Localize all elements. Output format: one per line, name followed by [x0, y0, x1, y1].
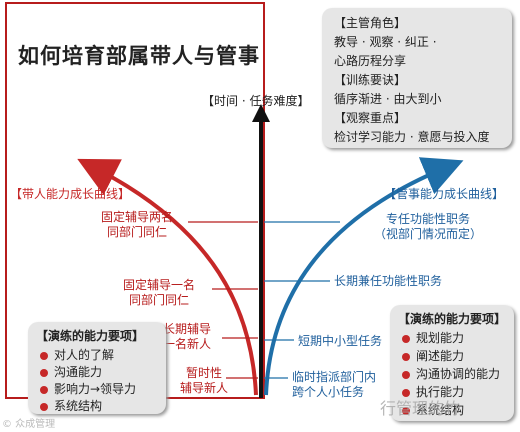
bullet-icon	[402, 388, 410, 397]
left-stage-label: 暂时性 辅导新人	[179, 366, 228, 395]
role-line: 【观察重点】	[334, 111, 407, 125]
right-stage-label: 长期兼任功能性职务	[334, 274, 443, 288]
watermark-left: © 众成管理	[2, 419, 56, 430]
left-growth-curve	[77, 158, 258, 396]
left-stage-label: 固定辅导两名 同部门同仁	[100, 210, 173, 239]
bullet-icon	[40, 351, 48, 360]
right-skills-box: 【演练的能力要项】 规划能力 阐述能力 沟通协调的能力 执行能力 系统结构	[390, 305, 514, 421]
page-title: 如何培育部属带人与管事	[18, 44, 260, 68]
right-stage-label: 短期中小型任务	[298, 334, 383, 348]
bullet-icon	[40, 402, 48, 411]
axis-arrow-head	[252, 104, 270, 122]
role-line: 教导 · 观察 · 纠正 ·	[334, 35, 437, 49]
skill-item: 影响力→领导力	[40, 380, 136, 397]
right-stage-label: 临时指派部门内 跨个人小任务	[292, 370, 377, 399]
role-line: 【训练要诀】	[334, 73, 407, 87]
bullet-icon	[40, 385, 48, 394]
skill-item: 沟通协调的能力	[402, 365, 500, 382]
bullet-icon	[40, 368, 48, 377]
skill-item: 执行能力	[402, 383, 464, 400]
skill-item: 系统结构	[402, 401, 464, 418]
role-line: 循序渐进 · 由大到小	[334, 92, 442, 106]
left-curve-title: 【带人能力成长曲线】	[10, 187, 131, 201]
bullet-icon	[402, 334, 410, 343]
skill-item: 系统结构	[40, 397, 102, 414]
skill-item: 阐述能力	[402, 347, 464, 364]
right-stage-label: 专任功能性职务 （视部门情况而定）	[373, 212, 482, 241]
axis-label: 【时间 · 任务难度】	[202, 94, 310, 108]
left-stage-label: 固定辅导一名 同部门同仁	[122, 278, 195, 307]
right-growth-curve	[264, 157, 464, 396]
bullet-icon	[402, 406, 410, 415]
skills-title: 【演练的能力要项】	[398, 312, 507, 326]
bullet-icon	[402, 370, 410, 379]
right-curve-title: 【管事能力成长曲线】	[384, 187, 505, 201]
skill-item: 对人的了解	[40, 346, 114, 363]
manager-role-box: 【主管角色】 教导 · 观察 · 纠正 · 心路历程分享 【训练要诀】 循序渐进…	[322, 8, 512, 148]
skill-item: 规划能力	[402, 329, 464, 346]
left-skills-box: 【演练的能力要项】 对人的了解 沟通能力 影响力→领导力 系统结构	[28, 322, 166, 414]
skill-item: 沟通能力	[40, 363, 102, 380]
role-line: 【主管角色】	[334, 16, 407, 30]
skills-title: 【演练的能力要项】	[36, 329, 145, 343]
left-stage-label: 长期辅导 一名新人	[162, 322, 211, 351]
role-line: 检讨学习能力 · 意愿与投入度	[334, 130, 490, 144]
watermark-right: 行管理的竹	[380, 399, 461, 418]
bullet-icon	[402, 352, 410, 361]
role-line: 心路历程分享	[334, 54, 407, 68]
